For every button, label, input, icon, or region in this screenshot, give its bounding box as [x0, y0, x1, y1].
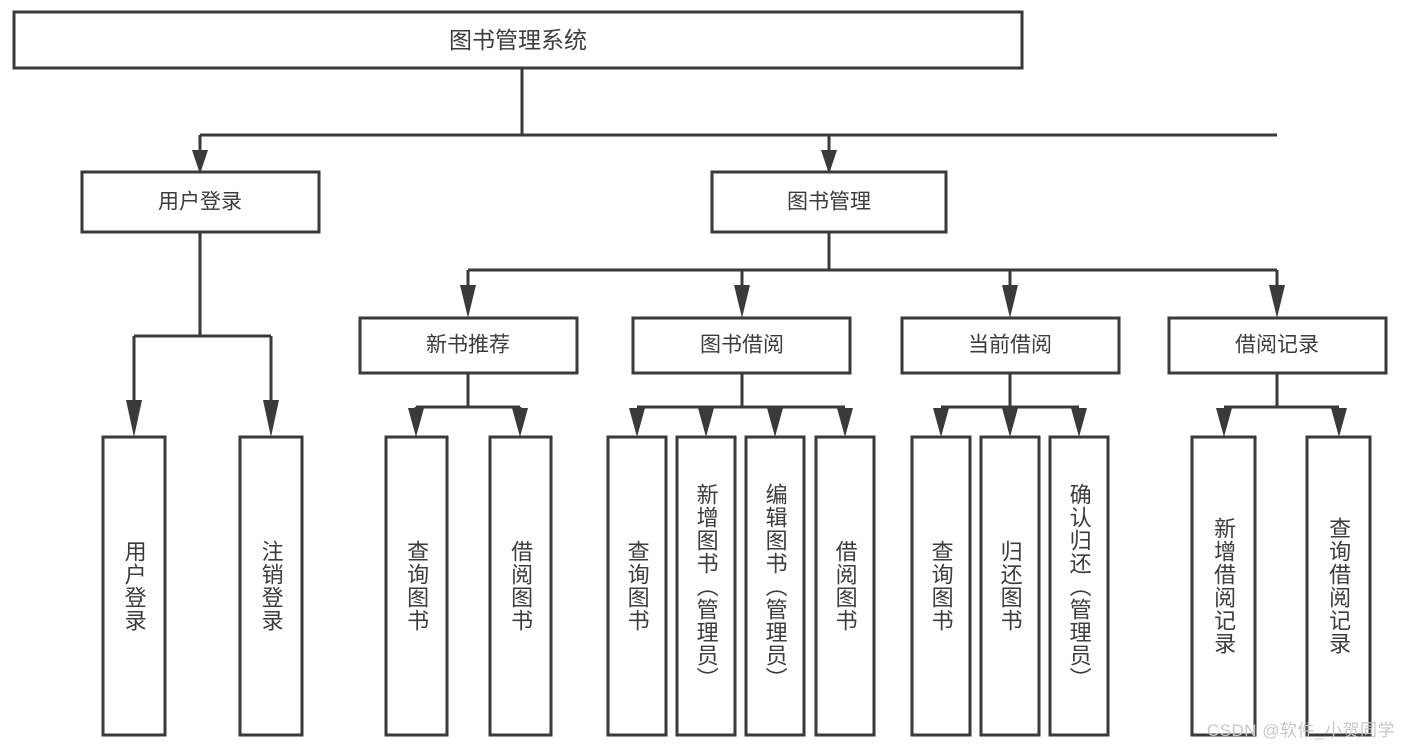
- arrow-head-current-borrow: [1002, 285, 1018, 318]
- node-leaf-logout-login-rect[interactable]: [238, 435, 304, 737]
- node-leaf-edit-book-rect[interactable]: [744, 435, 806, 737]
- arrow-head-leaf-query-borrow-record: [1331, 408, 1347, 437]
- connector-layer: [126, 68, 1347, 437]
- node-title[interactable]: 图书管理系统: [12, 10, 1024, 70]
- node-book-management[interactable]: 图书管理: [710, 170, 948, 234]
- arrow-head-new-book-recommend: [460, 285, 476, 318]
- node-new-book-recommend-label: 新书推荐: [426, 334, 510, 357]
- node-book-borrow-label: 图书借阅: [700, 334, 784, 357]
- arrow-head-user-login: [192, 150, 208, 174]
- node-borrow-record[interactable]: 借阅记录: [1167, 316, 1388, 375]
- node-book-management-rect[interactable]: [710, 170, 948, 234]
- node-leaf-borrow-book-1-rect[interactable]: [488, 435, 553, 737]
- arrow-head-leaf-query-book-1: [408, 408, 424, 437]
- arrow-head-book-borrow: [734, 285, 750, 318]
- node-leaf-user-login-rect[interactable]: [101, 435, 167, 737]
- arrow-head-leaf-return-book: [1002, 408, 1018, 437]
- arrow-head-leaf-logout-login: [263, 400, 279, 437]
- node-user-login-label: 用户登录: [158, 191, 242, 214]
- node-current-borrow-rect[interactable]: [900, 316, 1121, 375]
- node-leaf-add-book-rect[interactable]: [675, 435, 737, 737]
- node-leaf-confirm-return-rect[interactable]: [1048, 435, 1110, 737]
- arrow-head-leaf-add-borrow-record: [1216, 408, 1232, 437]
- node-new-book-recommend-rect[interactable]: [358, 316, 579, 375]
- arrow-head-leaf-confirm-return: [1071, 408, 1087, 437]
- node-layer: 图书管理系统 用户登录 图书管理 新书推荐 图书借阅: [12, 10, 1388, 737]
- node-leaf-borrow-book-2-rect[interactable]: [814, 435, 876, 737]
- node-book-management-label: 图书管理: [787, 191, 871, 214]
- node-book-borrow-rect[interactable]: [631, 316, 852, 375]
- node-title-label: 图书管理系统: [449, 27, 587, 53]
- arrow-head-borrow-record: [1269, 285, 1285, 318]
- arrow-head-leaf-borrow-book-2: [837, 408, 853, 437]
- node-leaf-add-borrow-record-rect[interactable]: [1190, 435, 1257, 737]
- node-book-borrow[interactable]: 图书借阅: [631, 316, 852, 375]
- node-user-login[interactable]: 用户登录: [80, 170, 321, 234]
- node-leaf-query-book-1-rect[interactable]: [384, 435, 449, 737]
- node-new-book-recommend[interactable]: 新书推荐: [358, 316, 579, 375]
- csdn-watermark: CSDN @软件_小贺同学: [1206, 721, 1395, 740]
- node-leaf-query-borrow-record-rect[interactable]: [1305, 435, 1372, 737]
- arrow-head-leaf-borrow-book-1: [512, 408, 528, 437]
- arrow-head-leaf-query-book-3: [933, 408, 949, 437]
- node-leaf-query-book-3-rect[interactable]: [910, 435, 972, 737]
- arrow-head-leaf-query-book-2: [629, 408, 645, 437]
- node-leaf-return-book-rect[interactable]: [979, 435, 1041, 737]
- node-borrow-record-label: 借阅记录: [1235, 334, 1319, 357]
- node-borrow-record-rect[interactable]: [1167, 316, 1388, 375]
- node-leaf-query-book-2-rect[interactable]: [606, 435, 668, 737]
- arrow-head-leaf-edit-book: [767, 408, 783, 437]
- node-user-login-rect[interactable]: [80, 170, 321, 234]
- node-title-rect[interactable]: [12, 10, 1024, 70]
- node-current-borrow[interactable]: 当前借阅: [900, 316, 1121, 375]
- node-current-borrow-label: 当前借阅: [968, 334, 1052, 357]
- arrow-head-leaf-add-book: [698, 408, 714, 437]
- arrow-head-leaf-user-login: [126, 400, 142, 437]
- arrow-head-book-management: [821, 150, 837, 174]
